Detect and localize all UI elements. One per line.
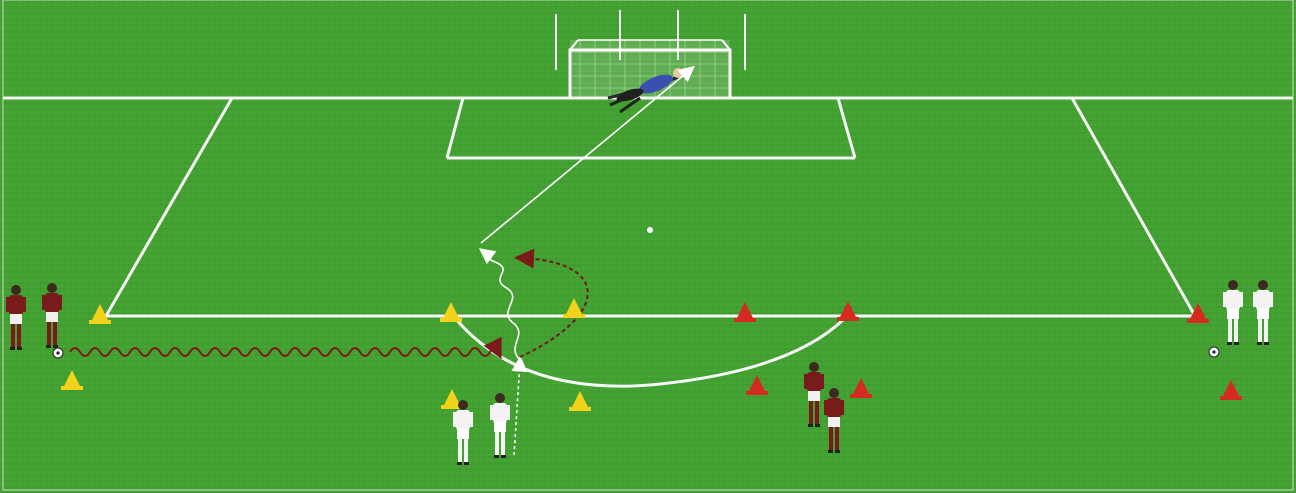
ball-icon (1209, 347, 1219, 357)
penalty-spot (647, 227, 653, 233)
ball-icon (53, 348, 63, 358)
